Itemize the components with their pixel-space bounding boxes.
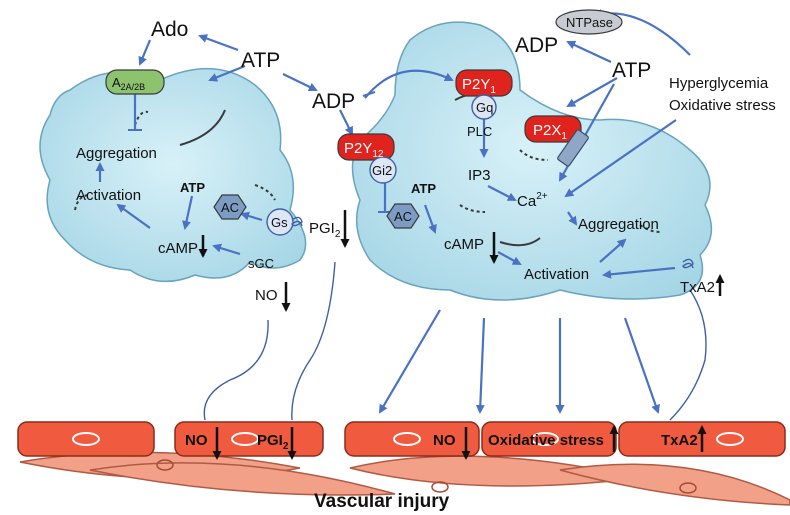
adp-mid-label: ADP xyxy=(312,90,355,113)
ac-left-label: AC xyxy=(221,200,239,215)
a2a-label: A2A/2B xyxy=(112,75,145,92)
smooth-muscle-layer xyxy=(19,451,790,506)
oxidative-stress-top-label: Oxidative stress xyxy=(669,97,776,114)
p2y1-label: P2Y1 xyxy=(462,76,496,96)
no-mid-label: NO xyxy=(255,287,278,304)
trend-arrows xyxy=(198,210,725,460)
p2x1-label: P2X1 xyxy=(533,122,567,142)
ac-left-hexagon xyxy=(213,194,247,220)
gi2-label: Gi2 xyxy=(372,163,392,178)
gq-label: Gq xyxy=(476,100,493,115)
p2x1-receptor xyxy=(524,115,589,167)
ac-right-label: AC xyxy=(394,209,412,224)
adp-top-right-label: ADP xyxy=(515,34,558,57)
txa2-right-label: TxA2 xyxy=(680,279,715,296)
sgc-label: sGC xyxy=(248,256,274,271)
gi2-circle xyxy=(369,156,397,184)
a2a-receptor xyxy=(105,69,165,95)
pgi2-label: PGI2 xyxy=(309,220,341,240)
ac-right-hexagon xyxy=(386,203,420,229)
p2y12-receptor xyxy=(337,133,395,161)
right-platelet xyxy=(351,21,713,301)
mediator-lines xyxy=(203,261,707,421)
atp-top-left-label: ATP xyxy=(241,49,280,72)
gq-circle xyxy=(471,94,497,120)
cell-no-left-label: NO xyxy=(185,432,208,449)
cell-txa2-label: TxA2 xyxy=(661,432,698,449)
p2y12-label: P2Y12 xyxy=(344,140,384,160)
left-platelet xyxy=(39,67,307,283)
plc-label: PLC xyxy=(467,124,492,139)
ntpase-label: NTPase xyxy=(566,15,613,30)
activation-right-label: Activation xyxy=(524,266,589,283)
cell-oxidative-stress-label: Oxidative stress xyxy=(488,432,604,449)
hyperglycemia-label: Hyperglycemia xyxy=(669,75,769,92)
ntpase-enzyme xyxy=(555,9,623,35)
atp-right-inner-label: ATP xyxy=(411,181,436,196)
gs-circle xyxy=(266,208,294,236)
ado-label: Ado xyxy=(151,18,188,41)
aggregation-left-label: Aggregation xyxy=(76,145,157,162)
receptor-coils xyxy=(291,216,694,269)
calcium-label: Ca2+ xyxy=(517,191,548,210)
atp-top-right-label: ATP xyxy=(612,59,651,82)
platelet-inner-structures xyxy=(74,93,661,247)
gs-label: Gs xyxy=(271,215,288,230)
camp-left-label: cAMP xyxy=(158,240,198,257)
atp-left-inner-label: ATP xyxy=(180,180,205,195)
activation-left-label: Activation xyxy=(76,187,141,204)
cell-no-right-label: NO xyxy=(433,432,456,449)
vascular-injury-title: Vascular injury xyxy=(314,491,450,512)
cell-pgi2-label: PGI2 xyxy=(257,432,289,452)
endothelium-layer xyxy=(17,421,786,457)
ip3-label: IP3 xyxy=(468,167,491,184)
camp-right-label: cAMP xyxy=(444,236,484,253)
aggregation-right-label: Aggregation xyxy=(578,216,659,233)
